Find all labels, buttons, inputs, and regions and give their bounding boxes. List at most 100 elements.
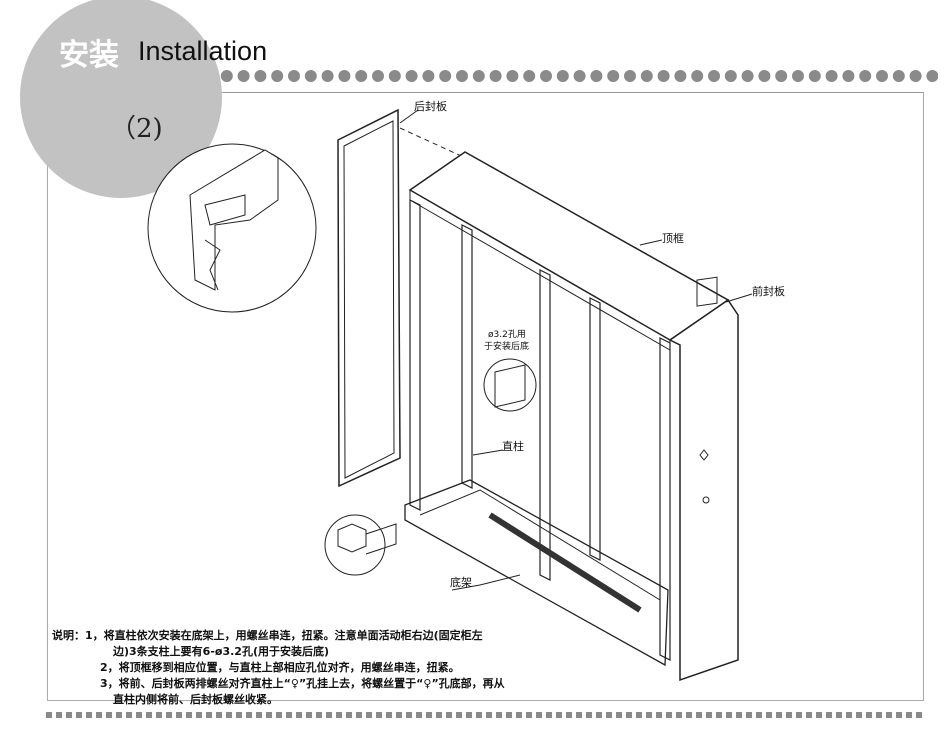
divider-square <box>226 712 232 718</box>
divider-square <box>446 712 452 718</box>
divider-dot <box>691 70 704 82</box>
content-frame <box>47 92 924 701</box>
divider-square <box>556 712 562 718</box>
divider-square <box>126 712 132 718</box>
divider-square <box>626 712 632 718</box>
divider-square <box>136 712 142 718</box>
divider-square <box>546 712 552 718</box>
rear-panel <box>337 108 401 488</box>
divider-square <box>916 712 922 718</box>
divider-square <box>496 712 502 718</box>
divider-dot <box>456 70 468 82</box>
divider-square <box>776 712 782 718</box>
divider-square <box>816 712 822 718</box>
divider-square <box>236 712 242 718</box>
divider-dot <box>674 70 687 82</box>
divider-dot <box>724 70 737 82</box>
divider-square <box>266 712 272 718</box>
divider-dot <box>573 70 586 82</box>
divider-square <box>376 712 382 718</box>
divider-dot <box>388 70 401 82</box>
note-1-line-1: 1，将直柱依次安装在底架上，用螺丝串连，扭紧。注意单面活动柜右边(固定柜左 <box>85 629 483 642</box>
label-hole-note-1: ø3.2孔用 <box>488 330 526 340</box>
divider-square <box>896 712 902 718</box>
divider-dot <box>254 70 267 82</box>
divider-dot <box>540 70 552 82</box>
divider-square <box>256 712 262 718</box>
divider-square <box>586 712 592 718</box>
bottom-dash-divider <box>46 712 922 718</box>
divider-dot <box>355 70 368 82</box>
divider-square <box>766 712 772 718</box>
divider-square <box>606 712 612 718</box>
divider-square <box>466 712 472 718</box>
divider-square <box>156 712 162 718</box>
divider-square <box>336 712 342 718</box>
divider-square <box>216 712 222 718</box>
divider-dot <box>271 70 284 82</box>
note-3-line-2: 直柱内侧将前、后封板螺丝收紧。 <box>113 693 278 706</box>
divider-square <box>526 712 532 718</box>
divider-square <box>736 712 742 718</box>
divider-dot <box>220 70 233 82</box>
divider-square <box>536 712 542 718</box>
divider-square <box>906 712 912 718</box>
divider-square <box>616 712 622 718</box>
front-label-window <box>696 276 718 307</box>
divider-square <box>166 712 172 718</box>
divider-square <box>276 712 282 718</box>
divider-dot <box>489 70 502 82</box>
title-cn: 安装 <box>59 38 119 73</box>
divider-dot <box>237 70 250 82</box>
divider-square <box>116 712 122 718</box>
divider-dot <box>422 70 435 82</box>
divider-dot <box>439 70 452 82</box>
divider-dot <box>825 70 838 82</box>
divider-dot <box>657 70 670 82</box>
divider-dot <box>523 70 536 82</box>
divider-square <box>286 712 292 718</box>
divider-square <box>306 712 312 718</box>
divider-square <box>326 712 332 718</box>
divider-square <box>46 712 52 718</box>
divider-dot <box>876 70 888 82</box>
divider-square <box>396 712 402 718</box>
divider-dot <box>590 70 603 82</box>
divider-square <box>426 712 432 718</box>
divider-square <box>796 712 802 718</box>
top-frame <box>408 151 730 341</box>
divider-square <box>356 712 362 718</box>
divider-dot <box>338 70 351 82</box>
columns <box>409 199 671 661</box>
divider-dot <box>708 70 720 82</box>
label-base-frame: 底架 <box>450 576 472 589</box>
divider-dot <box>506 70 519 82</box>
label-top-frame: 顶框 <box>662 232 684 245</box>
divider-square <box>196 712 202 718</box>
divider-square <box>866 712 872 718</box>
notes-prefix: 说明： <box>52 629 85 642</box>
label-column: 直柱 <box>502 440 524 453</box>
divider-square <box>86 712 92 718</box>
divider-square <box>646 712 652 718</box>
divider-square <box>476 712 482 718</box>
divider-square <box>486 712 492 718</box>
divider-square <box>806 712 812 718</box>
divider-square <box>56 712 62 718</box>
divider-square <box>66 712 72 718</box>
divider-square <box>566 712 572 718</box>
divider-square <box>416 712 422 718</box>
divider-square <box>146 712 152 718</box>
divider-dot <box>892 70 905 82</box>
divider-dot <box>758 70 771 82</box>
divider-square <box>406 712 412 718</box>
divider-dot <box>607 70 620 82</box>
note-3-line-1: 3，将前、后封板两排螺丝对齐直柱上“♀”孔挂上去，将螺丝置于“♀”孔底部，再从 <box>100 677 505 690</box>
divider-square <box>756 712 762 718</box>
divider-square <box>596 712 602 718</box>
note-2: 2，将顶框移到相应位置，与直柱上部相应孔位对齐，用螺丝串连，扭紧。 <box>100 661 460 674</box>
divider-square <box>246 712 252 718</box>
divider-square <box>706 712 712 718</box>
divider-dot <box>556 70 569 82</box>
